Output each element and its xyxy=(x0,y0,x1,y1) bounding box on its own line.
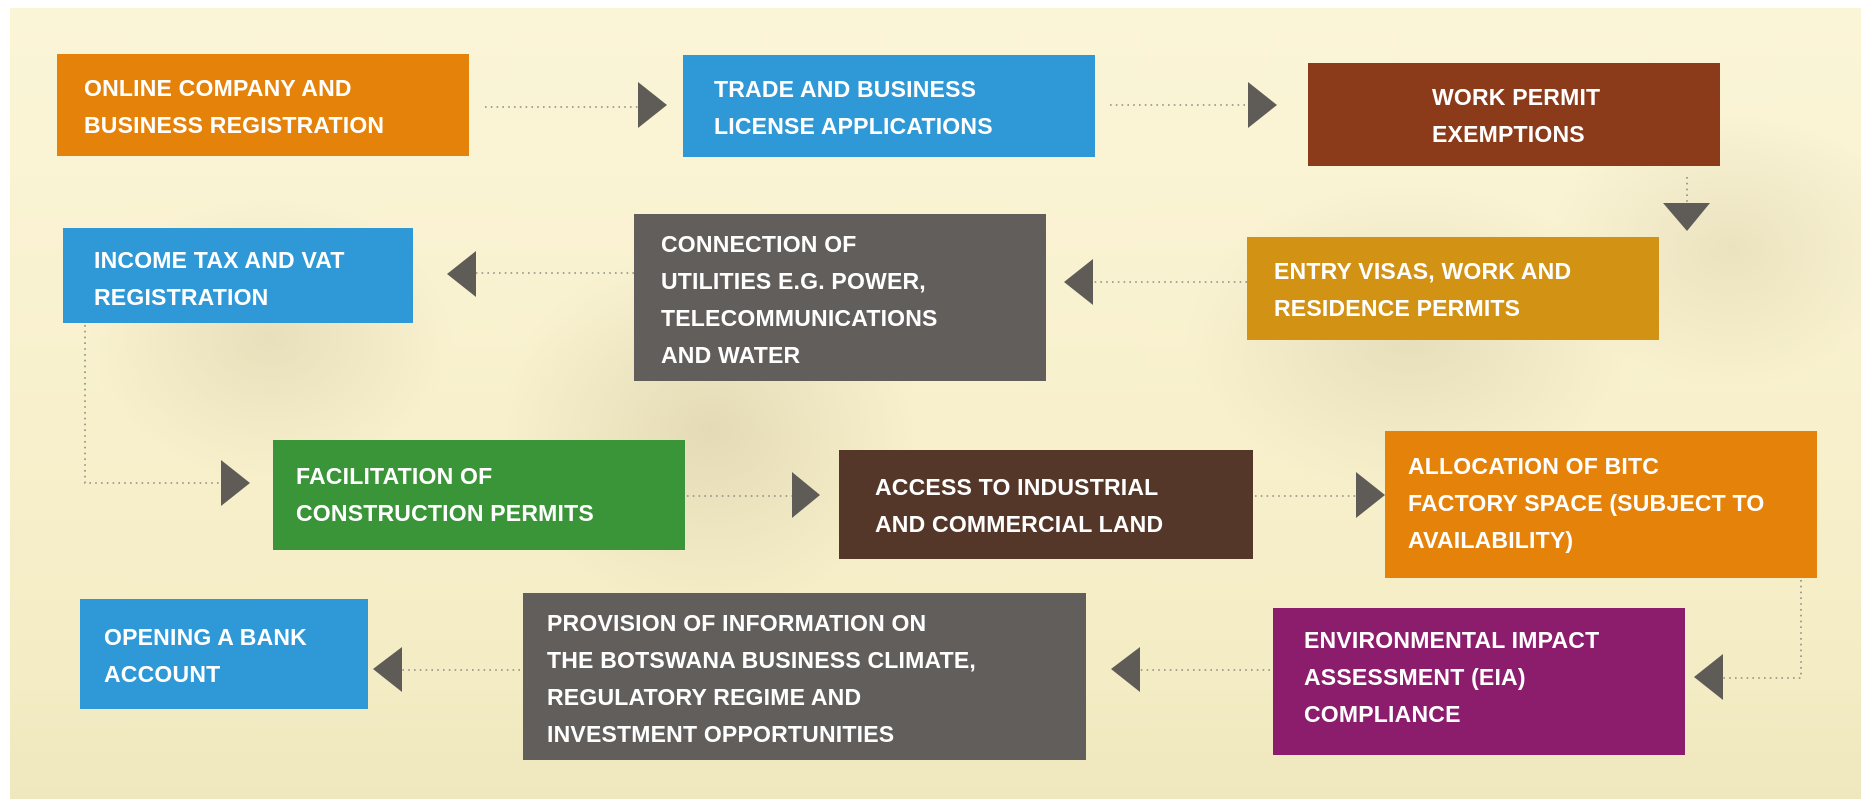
step-label: Provision of information on the Botswana… xyxy=(547,610,976,747)
arrowhead-left xyxy=(373,647,402,692)
step-entry-visas-permits: Entry visas, work and residence permits xyxy=(1247,237,1659,340)
connector-line xyxy=(1723,580,1802,679)
arrowhead-right xyxy=(1248,82,1277,128)
step-bitc-factory-space: Allocation of BITC factory space (subjec… xyxy=(1385,431,1817,578)
step-label: Opening a bank account xyxy=(104,624,307,687)
step-opening-bank-account: Opening a bank account xyxy=(80,599,368,709)
arrowhead-down xyxy=(1663,203,1710,231)
arrowhead-right xyxy=(1356,472,1385,518)
arrowhead-right xyxy=(221,460,250,506)
step-business-climate-information: Provision of information on the Botswana… xyxy=(523,593,1086,760)
step-label: Income tax and VAT registration xyxy=(94,247,345,310)
step-label: Entry visas, work and residence permits xyxy=(1274,258,1572,321)
arrowhead-left xyxy=(1694,654,1723,700)
step-construction-permits: Facilitation of construction permits xyxy=(273,440,685,550)
step-work-permit-exemptions: Work permit exemptions xyxy=(1308,63,1720,166)
step-trade-license-applications: Trade and business license applications xyxy=(683,55,1095,157)
step-label: Allocation of BITC factory space (subjec… xyxy=(1408,453,1765,553)
arrowhead-right xyxy=(638,82,667,128)
step-eia-compliance: Environmental impact assessment (EIA) co… xyxy=(1273,608,1685,755)
step-online-company-registration: Online company and business registration xyxy=(57,54,469,156)
step-label: Work permit exemptions xyxy=(1432,84,1601,147)
arrowhead-left xyxy=(1064,259,1093,305)
arrowhead-right xyxy=(792,472,820,518)
arrowhead-left xyxy=(1111,647,1140,692)
step-access-to-land: Access to industrial and commercial land xyxy=(839,450,1253,559)
step-label: Trade and business license applications xyxy=(714,76,993,139)
step-income-tax-vat-registration: Income tax and VAT registration xyxy=(63,228,413,323)
connector-line xyxy=(84,325,221,484)
step-label: Facilitation of construction permits xyxy=(296,463,594,526)
step-label: Online company and business registration xyxy=(84,75,385,138)
step-connection-of-utilities: Connection of utilities e.g. power, tele… xyxy=(634,214,1046,381)
step-label: Environmental impact assessment (EIA) co… xyxy=(1304,627,1600,727)
arrowhead-left xyxy=(447,251,476,297)
step-label: Connection of utilities e.g. power, tele… xyxy=(661,231,938,368)
step-label: Access to industrial and commercial land xyxy=(875,474,1164,537)
